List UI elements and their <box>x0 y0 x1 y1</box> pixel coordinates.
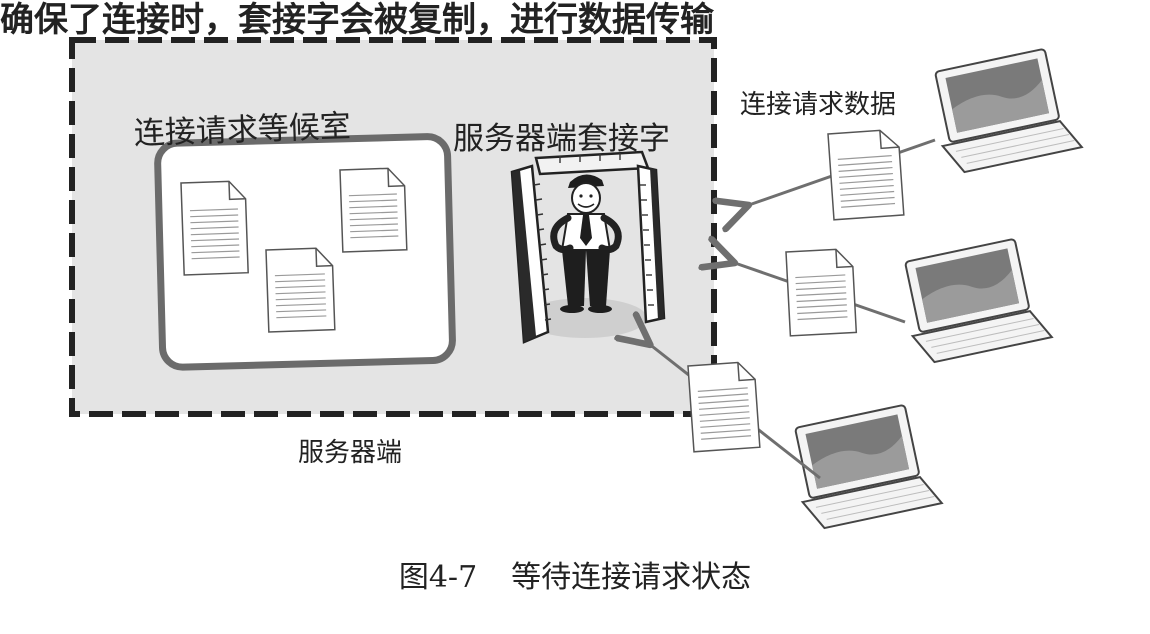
document-icon <box>180 180 249 276</box>
figure-caption: 图4-7 等待连接请求状态 <box>0 552 1150 596</box>
laptop-icon <box>904 238 1054 364</box>
waiting-room-label: 连接请求等候室 <box>133 108 352 152</box>
document-icon <box>265 247 336 333</box>
figure-number: 图4-7 <box>398 560 478 595</box>
document-icon <box>687 361 761 453</box>
document-icon <box>785 248 858 337</box>
doorman-figure-icon <box>550 174 622 313</box>
request-data-label: 连接请求数据 <box>740 90 897 120</box>
document-icon <box>827 129 905 221</box>
laptop-icon <box>794 404 944 530</box>
page-heading-fragment: 确保了连接时，套接字会被复制，进行数据传输 <box>0 0 714 40</box>
server-label: 服务器端 <box>298 438 403 468</box>
laptop-icon <box>934 48 1084 174</box>
document-icon <box>339 167 408 253</box>
figure-title: 等待连接请求状态 <box>511 560 752 595</box>
server-socket-label: 服务器端套接字 <box>453 121 670 157</box>
